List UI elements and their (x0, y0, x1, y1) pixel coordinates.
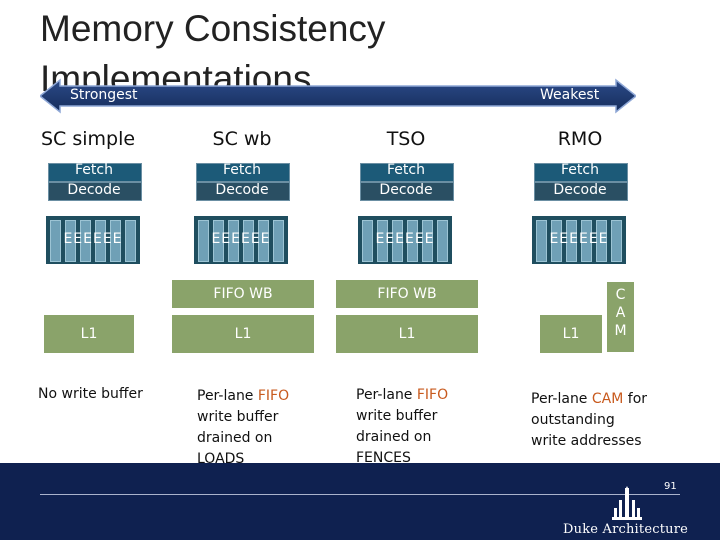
column-title-sc-wb: SC wb (212, 128, 272, 150)
column-title-tso: TSO (386, 128, 426, 150)
execution-lanes-label: EEEEEE (549, 231, 609, 247)
execution-lanes-label: EEEEEE (211, 231, 271, 247)
fetch-label: Fetch (561, 162, 599, 178)
description-line: FENCES (356, 450, 411, 466)
fetch-decode-block: Fetch Decode (196, 161, 290, 201)
l1-cache: L1 (44, 315, 134, 353)
execution-lanes: EEEEEE (46, 216, 140, 264)
decode-label: Decode (215, 182, 269, 198)
footer-bar (0, 463, 720, 540)
cam-block: C A M (607, 282, 634, 352)
execution-lanes: EEEEEE (194, 216, 288, 264)
duke-chapel-logo-icon (612, 486, 642, 520)
column-title-sc-simple: SC simple (40, 128, 136, 150)
description-line: No write buffer (38, 386, 143, 402)
description-suffix: for (623, 391, 648, 407)
slide-number: 91 (664, 481, 677, 492)
strength-spectrum-arrow: Strongest Weakest (40, 78, 636, 114)
description-tso: Per-lane FIFO write buffer drained on FE… (356, 385, 448, 469)
description-line: write addresses (531, 433, 642, 449)
fetch-decode-block: Fetch Decode (534, 161, 628, 201)
description-highlight: CAM (591, 391, 624, 407)
cam-letter: M (614, 323, 627, 339)
fetch-label: Fetch (75, 162, 113, 178)
fetch-decode-block: Fetch Decode (360, 161, 454, 201)
execution-lanes: EEEEEE (532, 216, 626, 264)
double-arrow-shape (40, 78, 636, 114)
description-sc-simple: No write buffer (38, 384, 143, 405)
strongest-label: Strongest (70, 87, 138, 103)
description-line: write buffer (356, 408, 438, 424)
description-line: outstanding (531, 412, 615, 428)
fetch-label: Fetch (223, 162, 261, 178)
description-line: drained on (356, 429, 432, 445)
weakest-label: Weakest (540, 87, 600, 103)
description-sc-wb: Per-lane FIFO write buffer drained on LO… (197, 386, 289, 470)
execution-lanes: EEEEEE (358, 216, 452, 264)
fifo-write-buffer: FIFO WB (336, 280, 478, 308)
fifo-write-buffer: FIFO WB (172, 280, 314, 308)
description-line: write buffer (197, 409, 279, 425)
fetch-label: Fetch (387, 162, 425, 178)
cam-letter: C (615, 287, 626, 303)
l1-cache: L1 (540, 315, 602, 353)
decode-label: Decode (379, 182, 433, 198)
cam-letter: A (615, 305, 626, 321)
decode-label: Decode (553, 182, 607, 198)
l1-cache: L1 (336, 315, 478, 353)
l1-cache: L1 (172, 315, 314, 353)
description-line: drained on (197, 430, 273, 446)
description-prefix: Per-lane (197, 388, 258, 404)
logo-text: Duke Architecture (563, 522, 689, 537)
decode-label: Decode (67, 182, 121, 198)
execution-lanes-label: EEEEEE (63, 231, 123, 247)
description-highlight: FIFO (416, 387, 449, 403)
fetch-decode-block: Fetch Decode (48, 161, 142, 201)
description-rmo: Per-lane CAM for outstanding write addre… (531, 389, 647, 452)
description-prefix: Per-lane (356, 387, 417, 403)
column-title-rmo: RMO (557, 128, 603, 150)
execution-lanes-label: EEEEEE (375, 231, 435, 247)
description-highlight: FIFO (257, 388, 290, 404)
slide-title: Memory Consistency Implementations (40, 8, 386, 99)
footer-divider (40, 494, 680, 495)
description-prefix: Per-lane (531, 391, 592, 407)
